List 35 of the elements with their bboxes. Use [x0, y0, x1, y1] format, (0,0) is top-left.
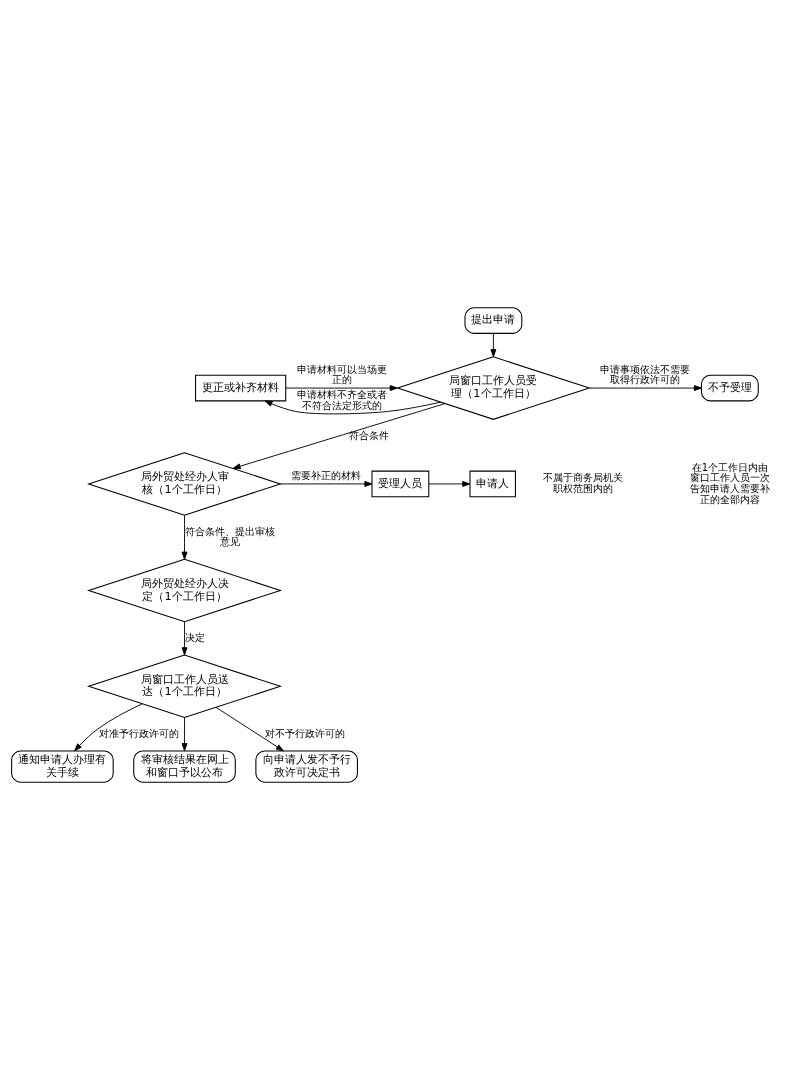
arrow [589, 385, 702, 391]
node-diamond: 局窗口工作人员送达（1个工作日） [86, 654, 283, 719]
node-diamond: 局窗口工作人员受理（1个工作日） [395, 356, 591, 420]
label: 在1个工作日内由窗口工作人员一次告知申请人需要补正的全部内容 [689, 461, 770, 505]
edge-label: 需要补正的材料 [291, 470, 362, 482]
node-box: 通知申请人办理有关手续 [11, 750, 114, 783]
arrow [215, 706, 284, 752]
arrow [264, 400, 441, 415]
node-box: 向申请人发不予行政许可决定书 [255, 750, 358, 783]
node-box: 提出申请 [464, 307, 523, 334]
node-box: 申请人 [469, 470, 516, 498]
node-box: 将审核结果在网上和窗口予以公布 [133, 750, 236, 783]
label: 不属于商务局机关职权范围内的 [542, 472, 623, 494]
edge-label: 符合条件、提出审核意见 [185, 525, 276, 548]
edge-label: 申请材料可以当场更正的 [296, 363, 387, 386]
edge-label: 申请材料不齐全或者不符合法定形式的 [296, 389, 387, 411]
node-diamond: 局外贸处经办人决定（1个工作日） [86, 558, 283, 623]
edge-label: 符合条件 [349, 429, 390, 441]
arrow [181, 514, 188, 560]
node-box: 更正或补齐材料 [195, 374, 287, 402]
edge-label: 申请事项依法不需要取得行政许可的 [600, 363, 691, 386]
arrow [74, 703, 143, 752]
arrow [181, 621, 188, 656]
arrow [285, 385, 398, 391]
edge-label: 对准予行政许可的 [98, 727, 179, 739]
node-diamond: 局外贸处经办人审核（1个工作日） [86, 452, 283, 516]
node-box: 不予受理 [700, 374, 759, 402]
arrow [232, 403, 446, 470]
arrow [280, 481, 373, 487]
edge-label: 决定 [184, 632, 205, 643]
edge-label: 对不予行政许可的 [264, 727, 345, 739]
arrow [428, 481, 471, 487]
arrow [490, 333, 497, 358]
arrow [181, 717, 188, 752]
node-box: 受理人员 [371, 470, 430, 498]
